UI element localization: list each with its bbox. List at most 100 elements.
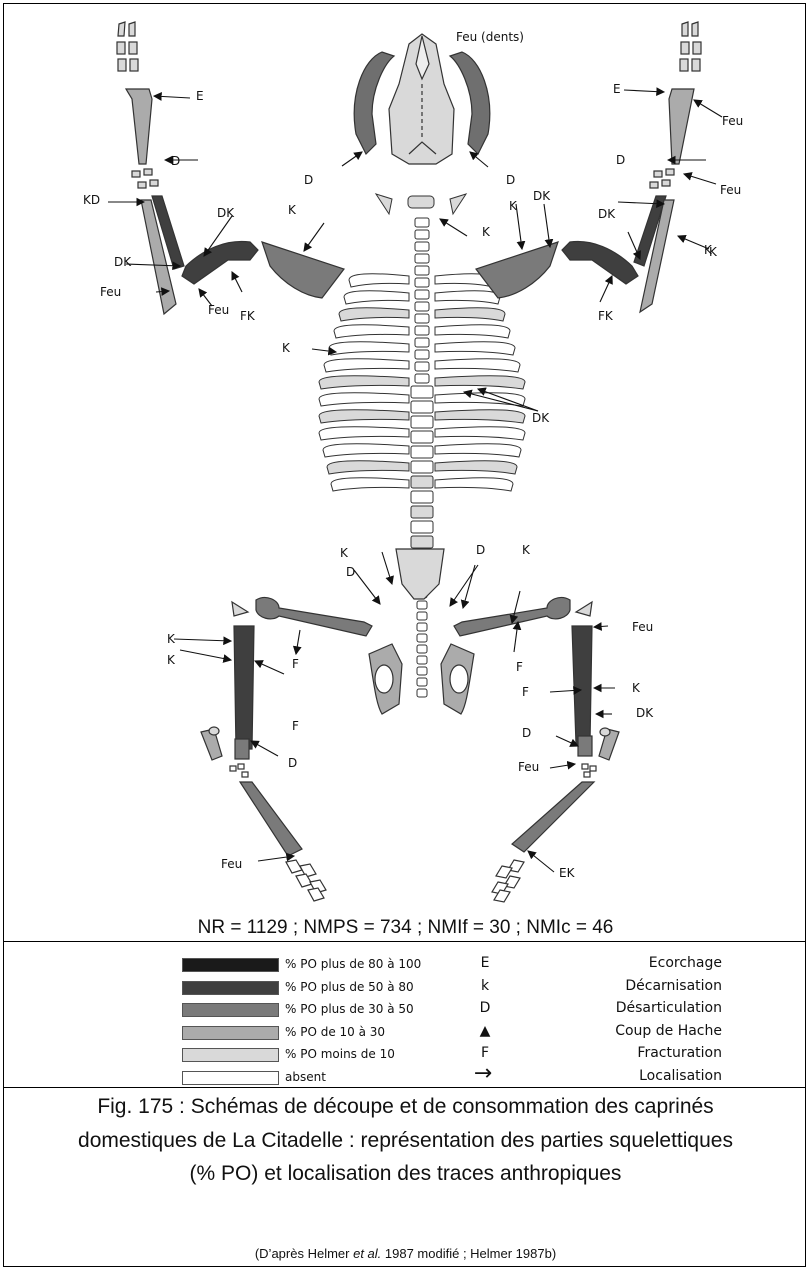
- cut-mark-label: D: [304, 173, 313, 187]
- rib: [334, 325, 409, 338]
- cut-mark-label: DK: [532, 411, 550, 425]
- cut-mark-label: Feu: [720, 183, 741, 197]
- vertebra: [411, 386, 433, 398]
- rib: [435, 461, 517, 474]
- vertebra: [411, 521, 433, 533]
- source-italic: et al.: [353, 1246, 381, 1261]
- vertebra: [417, 623, 427, 631]
- cut-mark-label: F: [292, 657, 299, 671]
- rib: [435, 427, 525, 440]
- legend-swatch: [182, 981, 279, 995]
- localisation-arrow: [382, 552, 392, 584]
- cut-mark-label: Feu: [722, 114, 743, 128]
- cut-mark-label: K: [282, 341, 291, 355]
- rib: [435, 444, 521, 457]
- legend-code-meaning: Désarticulation: [616, 1000, 722, 1016]
- vertebra: [417, 634, 427, 642]
- localisation-arrow: [304, 223, 324, 251]
- vertebra: [411, 476, 433, 488]
- cut-mark-label: D: [522, 726, 531, 740]
- caption-line-1: Fig. 175 : Schémas de découpe et de cons…: [0, 1094, 811, 1120]
- localisation-arrow: [180, 650, 231, 660]
- source-post: 1987 modifié ; Helmer 1987b): [381, 1246, 556, 1261]
- rib: [323, 444, 409, 457]
- caption-line-3: (% PO) et localisation des traces anthro…: [0, 1161, 811, 1187]
- cut-mark-label: Feu: [632, 620, 653, 634]
- localisation-arrow: [514, 622, 518, 652]
- localisation-arrow: [342, 152, 362, 166]
- cut-mark-label: DK: [217, 206, 235, 220]
- left-forelimb: [117, 22, 344, 314]
- vertebra: [411, 461, 433, 473]
- vertebra: [415, 374, 429, 383]
- right-hindlimb: [454, 598, 619, 902]
- cut-mark-label: D: [476, 543, 485, 557]
- legend-code-meaning: Ecorchage: [649, 955, 722, 971]
- localisation-arrow: [440, 219, 467, 236]
- localisation-arrow: [470, 152, 488, 167]
- vertebra: [417, 689, 427, 697]
- rib: [435, 376, 525, 389]
- legend-swatch-label: % PO plus de 50 à 80: [285, 980, 414, 994]
- localisation-arrow: [694, 100, 722, 117]
- legend-code-meaning: Localisation: [639, 1068, 722, 1084]
- localisation-arrow: [463, 565, 475, 608]
- localisation-arrow: [296, 630, 300, 654]
- legend-swatch: [182, 1003, 279, 1017]
- cut-mark-label: D: [171, 154, 180, 168]
- vertebra: [411, 536, 433, 548]
- rib: [319, 393, 409, 406]
- localisation-arrow: [628, 232, 640, 259]
- rib: [349, 274, 409, 287]
- stats-line: NR = 1129 ; NMPS = 734 ; NMIf = 30 ; NMI…: [0, 917, 811, 939]
- cut-mark-label: K: [340, 546, 349, 560]
- cut-mark-label: DK: [533, 189, 551, 203]
- vertebra: [411, 416, 433, 428]
- localisation-arrow: [174, 639, 231, 641]
- left-hindlimb: [201, 598, 372, 901]
- cut-mark-label: K: [167, 632, 176, 646]
- rib: [435, 359, 520, 372]
- cut-mark-label: KD: [83, 193, 100, 207]
- rib: [324, 359, 409, 372]
- annotation-labels: Feu (dents): [456, 30, 524, 44]
- vertebra: [415, 350, 429, 359]
- cut-mark-label: Feu: [221, 857, 242, 871]
- rib: [435, 291, 500, 304]
- skull: [354, 34, 490, 164]
- caption-line-2: domestiques de La Citadelle : représenta…: [0, 1128, 811, 1154]
- localisation-arrow: [126, 264, 180, 266]
- localisation-arrow: [251, 741, 278, 756]
- vertebra: [415, 254, 429, 263]
- legend-swatch: [182, 958, 279, 972]
- vertebra: [417, 645, 427, 653]
- legend-code: ▲: [470, 1023, 500, 1039]
- right-forelimb: [476, 22, 701, 312]
- rib: [329, 342, 409, 355]
- vertebra: [417, 656, 427, 664]
- vertebra: [417, 601, 427, 609]
- atlas: [376, 194, 466, 214]
- localisation-arrow: [154, 96, 190, 98]
- vertebra: [411, 506, 433, 518]
- legend-code: F: [470, 1045, 500, 1061]
- vertebra: [415, 326, 429, 335]
- legend-swatch-label: % PO plus de 30 à 50: [285, 1002, 414, 1016]
- legend-swatch-label: absent: [285, 1070, 326, 1084]
- legend-code: →: [448, 1061, 518, 1086]
- cut-mark-label: Feu: [208, 303, 229, 317]
- localisation-arrow: [684, 174, 716, 184]
- cut-mark-label: DK: [598, 207, 616, 221]
- cut-mark-label: K: [522, 543, 531, 557]
- localisation-arrow: [594, 626, 608, 627]
- rib: [319, 376, 409, 389]
- cut-mark-label: K: [509, 199, 518, 213]
- vertebra: [417, 667, 427, 675]
- cut-mark-label: D: [506, 173, 515, 187]
- localisation-arrow: [232, 272, 242, 292]
- vertebra: [415, 290, 429, 299]
- rib: [435, 308, 505, 321]
- legend-code-meaning: Décarnisation: [625, 978, 722, 994]
- vertebra: [415, 242, 429, 251]
